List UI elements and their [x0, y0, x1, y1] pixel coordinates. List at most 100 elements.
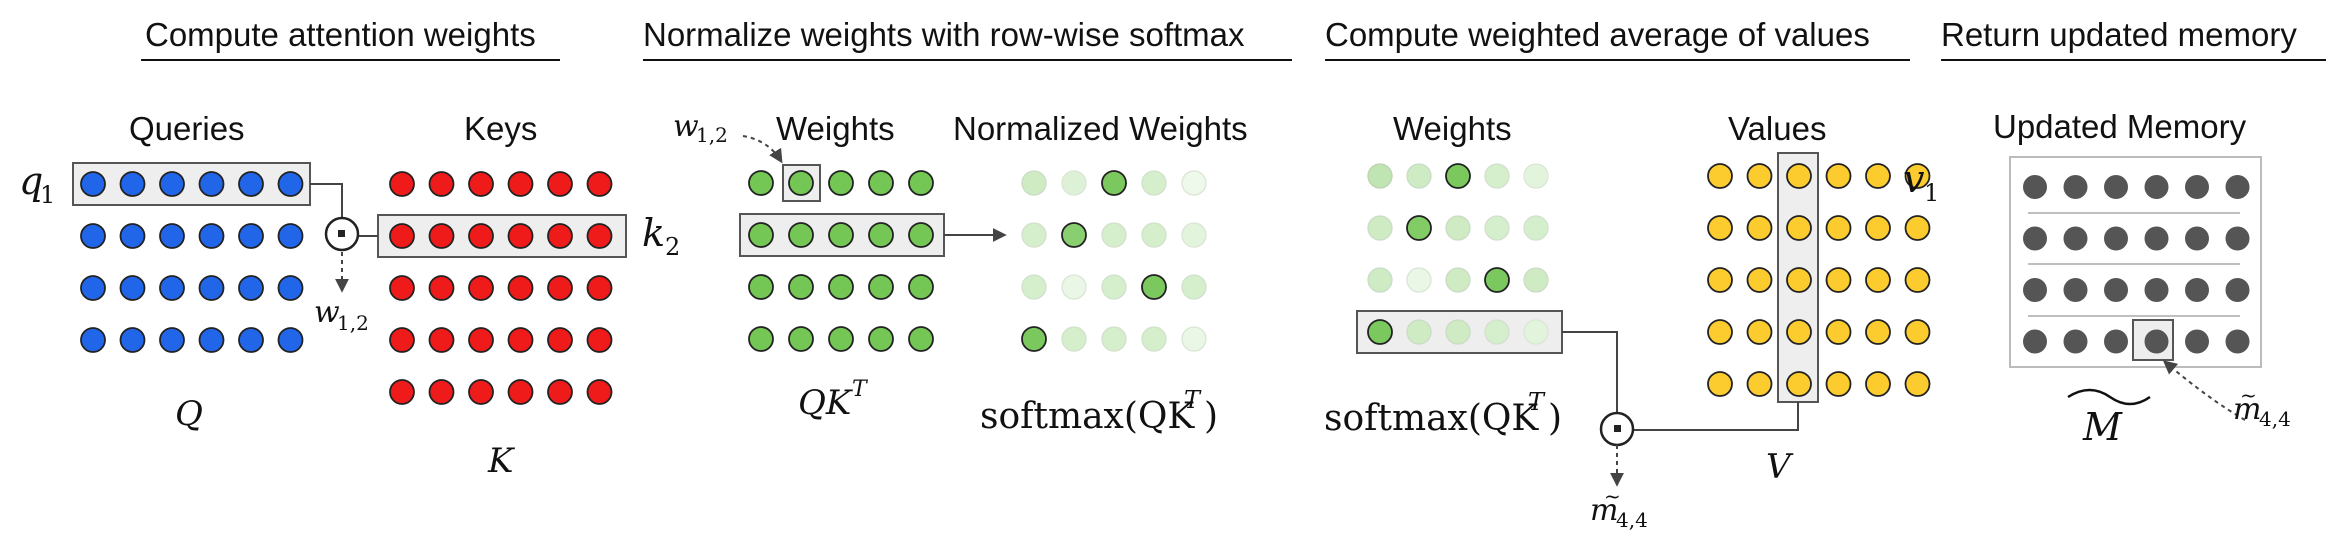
key-dot — [547, 379, 573, 405]
value-dot — [1746, 163, 1773, 189]
q-matrix-label: Q — [175, 394, 203, 434]
value-connector — [1633, 402, 1799, 431]
svg-text:~: ~ — [2240, 383, 2257, 407]
query-dot — [277, 171, 304, 197]
svg-text:k: k — [642, 211, 665, 255]
m-tilde-label: M — [2067, 388, 2151, 449]
svg-text:): ) — [1204, 396, 1218, 437]
svg-text:q: q — [19, 159, 43, 203]
weight-dot — [788, 274, 814, 300]
normalized-weight-dot — [1061, 274, 1087, 300]
svg-text:QK: QK — [798, 383, 854, 423]
query-connector — [310, 183, 343, 221]
normalized-weight-dot — [1021, 274, 1047, 300]
query-dot — [119, 171, 146, 197]
query-dot — [198, 327, 225, 353]
value-dot — [1786, 319, 1812, 345]
svg-text:2: 2 — [665, 233, 680, 261]
attention-weight-dot — [1406, 267, 1432, 293]
normalized-weight-dot — [1061, 222, 1087, 248]
key-dot — [507, 223, 534, 249]
memory-dot — [2023, 329, 2047, 354]
memory-dot — [2185, 226, 2209, 251]
weight-dot — [788, 170, 814, 196]
svg-text:T: T — [1184, 386, 1202, 414]
value-dot — [1904, 267, 1931, 293]
svg-text:Compute weighted average of va: Compute weighted average of values — [1325, 16, 1870, 53]
normalized-weight-dot — [1141, 170, 1167, 196]
svg-text:T: T — [1528, 388, 1546, 416]
key-dot — [389, 223, 415, 249]
key-dot — [547, 171, 573, 197]
memory-dot — [2104, 329, 2128, 354]
svg-text:1,2: 1,2 — [696, 123, 728, 147]
qkt-label: QK T — [798, 377, 869, 423]
weights-label-1: Weights — [776, 110, 895, 147]
weight-dot — [828, 170, 854, 196]
attention-weight-dot — [1484, 267, 1510, 293]
query-dot — [238, 171, 264, 197]
value-dot — [1746, 319, 1773, 345]
weight-dot — [828, 274, 854, 300]
v1-label: v 1 — [1903, 157, 1939, 207]
weight-dot — [748, 274, 774, 300]
key-dot — [428, 171, 455, 197]
section-title-return-memory: Return updated memory — [1941, 16, 2326, 61]
key-dot — [468, 223, 494, 249]
key-dot — [586, 223, 613, 249]
query-dot — [119, 275, 146, 301]
svg-text:Return updated memory: Return updated memory — [1941, 16, 2297, 53]
value-dot — [1746, 371, 1773, 397]
attention-weights-matrix — [1367, 163, 1549, 345]
query-dot — [80, 275, 106, 301]
normalized-weights-matrix — [1021, 170, 1207, 352]
memory-dot — [2225, 329, 2250, 354]
memory-dot — [2225, 226, 2250, 251]
memory-dot — [2104, 226, 2128, 251]
query-dot — [159, 223, 185, 249]
attention-weight-dot — [1367, 267, 1393, 293]
key-dot — [468, 275, 494, 301]
normalized-weight-dot — [1061, 170, 1087, 196]
normalized-weight-dot — [1141, 274, 1167, 300]
value-dot — [1825, 371, 1852, 397]
memory-dot — [2104, 175, 2128, 199]
value-dot — [1707, 163, 1733, 189]
value-dot — [1786, 215, 1812, 241]
attention-weight-dot — [1445, 267, 1471, 293]
weights-matrix — [748, 170, 934, 352]
queries-matrix — [80, 171, 304, 353]
value-dot — [1746, 215, 1773, 241]
normalized-weight-dot — [1101, 326, 1127, 352]
svg-text:softmax(QK: softmax(QK — [980, 396, 1195, 437]
updated-memory-label: Updated Memory — [1993, 108, 2247, 145]
queries-label: Queries — [129, 110, 245, 147]
svg-text:Compute attention weights: Compute attention weights — [145, 16, 536, 53]
weight-dot — [868, 170, 894, 196]
svg-text:1: 1 — [1924, 179, 1939, 207]
key-dot — [547, 327, 573, 353]
memory-dot — [2144, 175, 2169, 199]
normalized-weight-dot — [1021, 170, 1047, 196]
value-dot — [1865, 371, 1891, 397]
attention-weight-dot — [1445, 215, 1471, 241]
query-dot — [159, 171, 185, 197]
attention-weight-dot — [1367, 319, 1393, 345]
weight-dot — [788, 326, 814, 352]
key-dot — [428, 223, 455, 249]
keys-label: Keys — [464, 110, 537, 147]
memory-dot — [2144, 278, 2169, 302]
weight-dot — [748, 222, 774, 248]
key-dot — [547, 275, 573, 301]
w12-label-1: w 1,2 — [314, 295, 369, 335]
query-dot — [238, 223, 264, 249]
key-dot — [428, 379, 455, 405]
key-dot — [468, 327, 494, 353]
query-dot — [80, 171, 106, 197]
value-dot — [1707, 371, 1733, 397]
key-dot — [586, 379, 613, 405]
key-dot — [428, 275, 455, 301]
softmax-label-1: softmax(QK T ) — [980, 386, 1218, 437]
value-dot — [1865, 215, 1891, 241]
